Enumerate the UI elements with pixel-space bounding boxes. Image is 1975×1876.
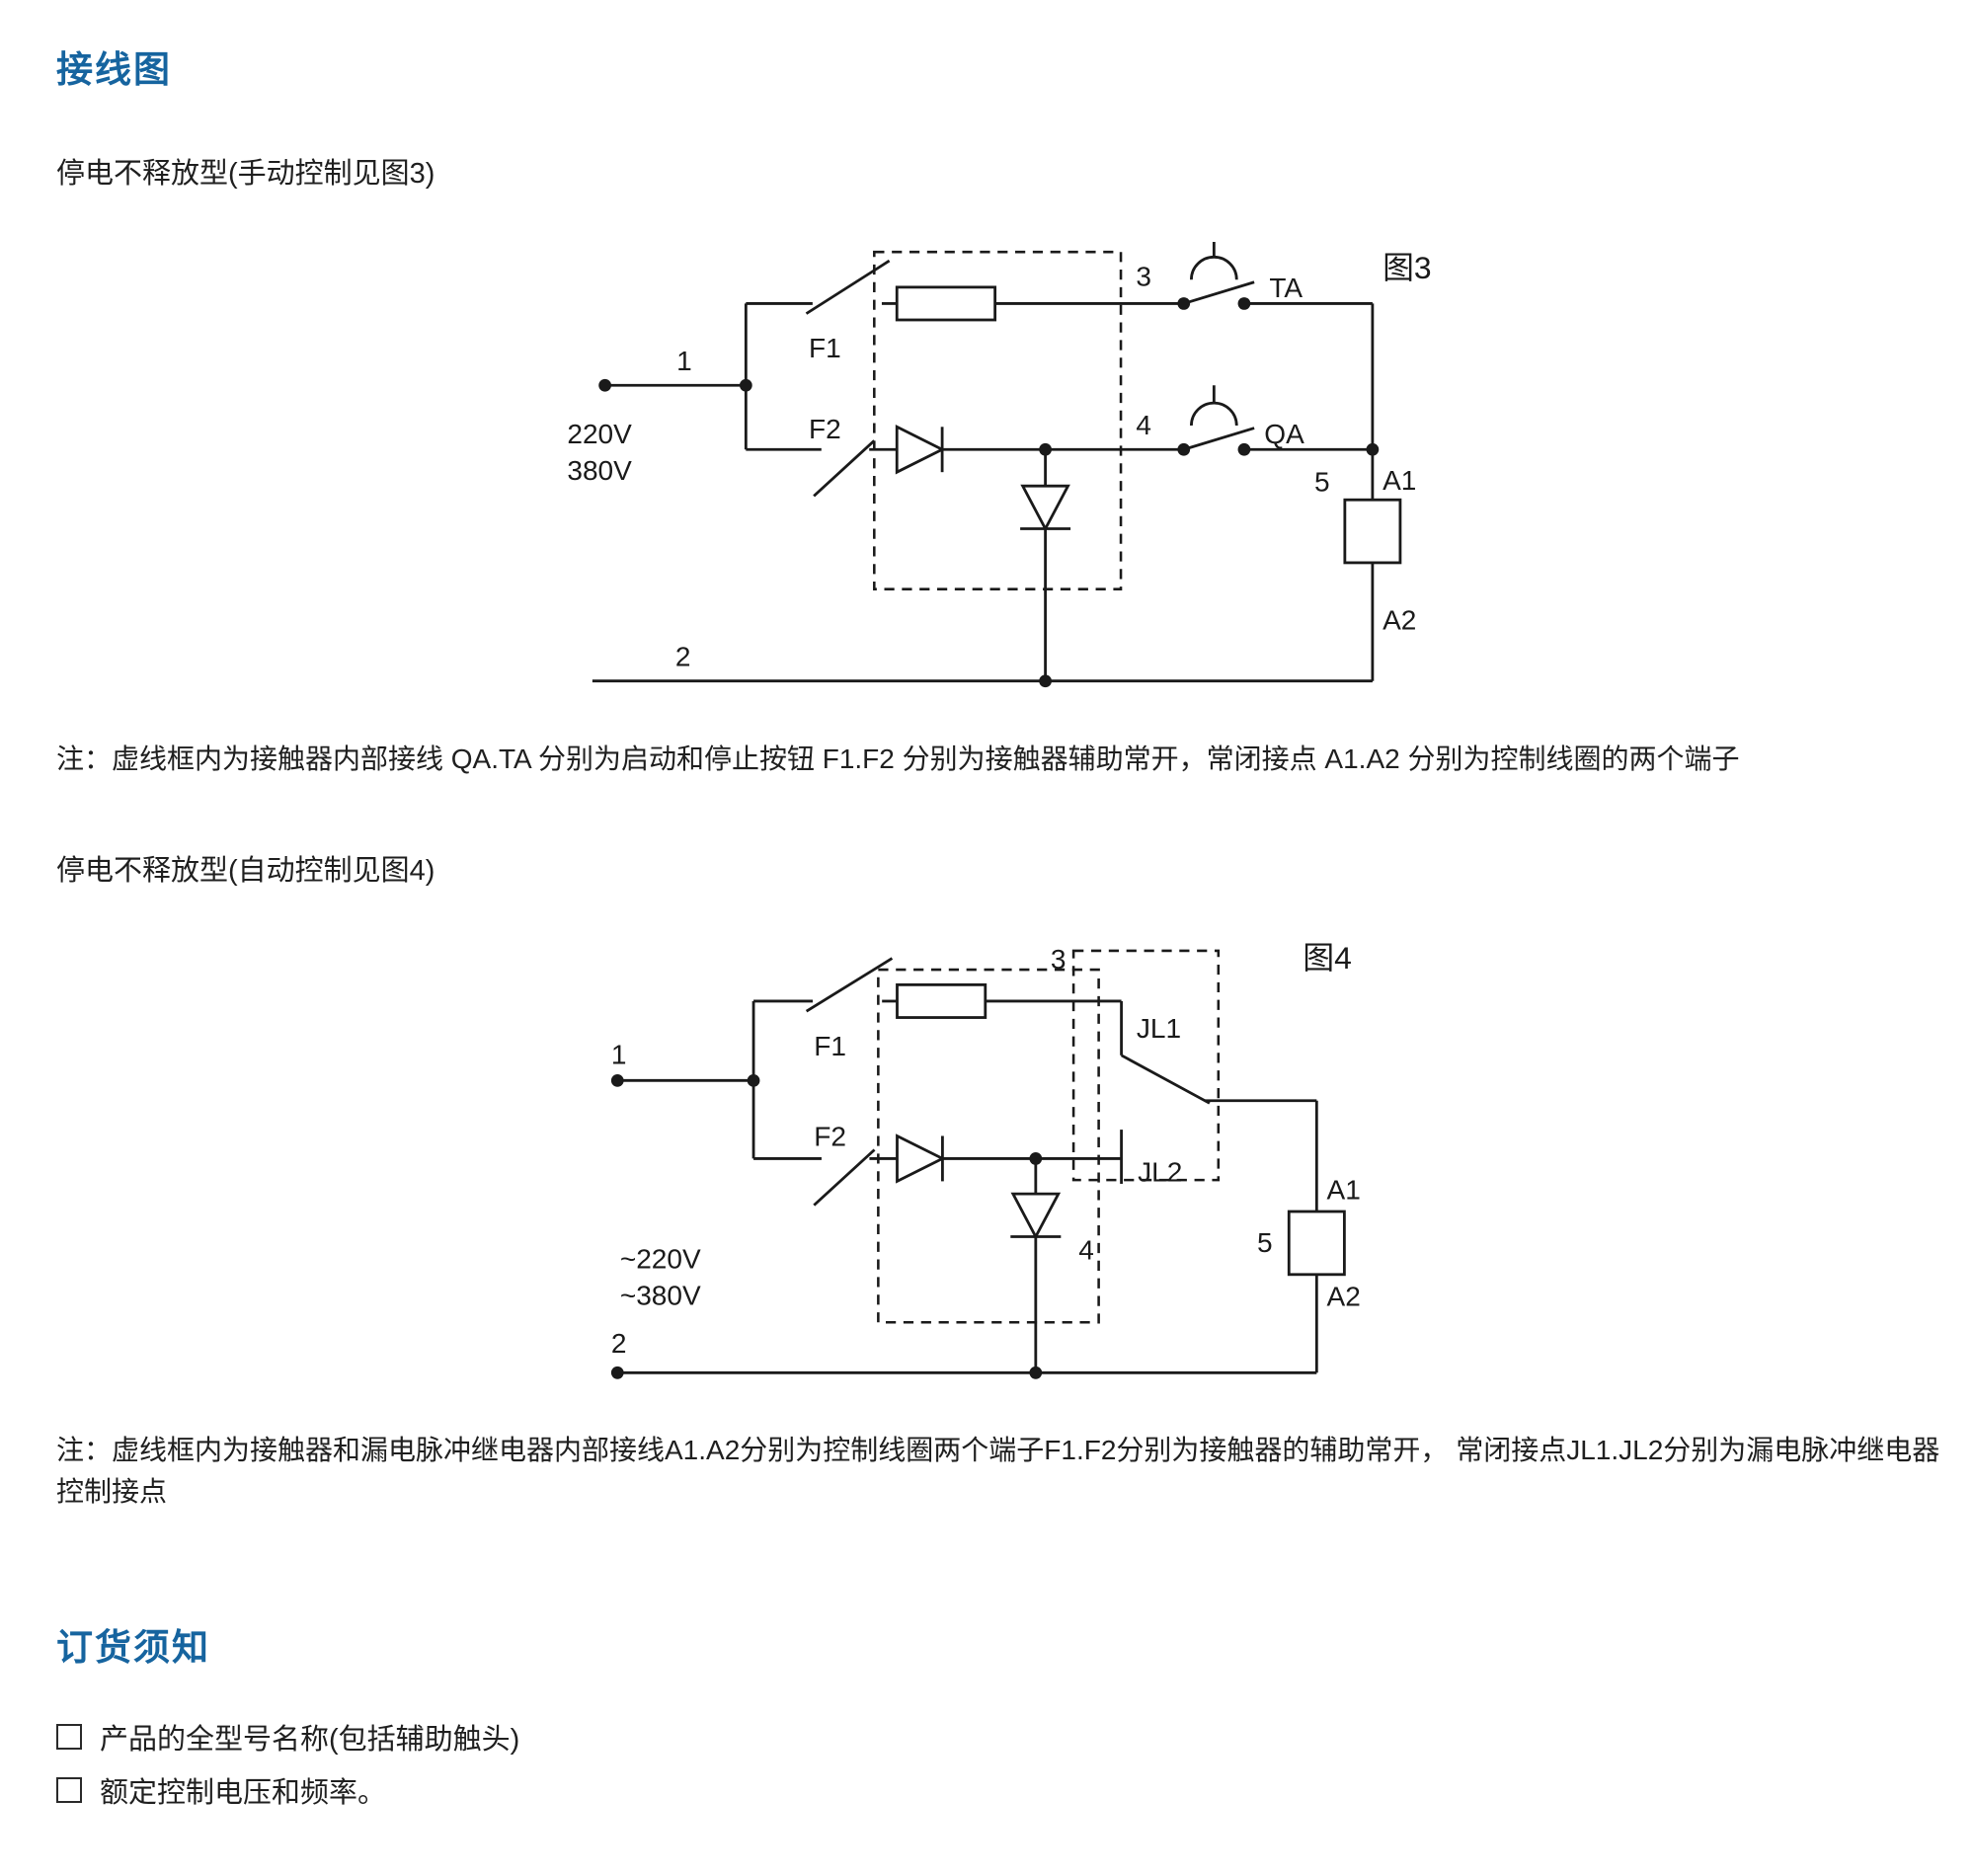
fig4-label-voltage-220: ~220V <box>620 1243 701 1274</box>
fig4-label-jl1: JL1 <box>1137 1013 1181 1044</box>
fig3-pushbutton-qa-symbol <box>1183 385 1255 451</box>
fig3-label-terminal-2: 2 <box>675 641 691 671</box>
fig3-resistor-symbol <box>895 285 997 322</box>
fig4-label-terminal-4: 4 <box>1078 1234 1094 1265</box>
fig4-labels: 1 F1 F2 3 JL1 JL2 4 5 A1 A2 ~220V ~380V … <box>611 940 1361 1359</box>
fig4-label-a1: A1 <box>1327 1174 1361 1205</box>
page-title: 接线图 <box>56 49 172 90</box>
fig3-junction-dots <box>598 297 1380 688</box>
fig3-labels: 1 220V 380V F1 F2 3 4 TA QA 5 A1 A2 2 图3 <box>567 250 1431 671</box>
figure3-heading: 停电不释放型(手动控制见图3) <box>56 158 435 190</box>
fig3-contact-f1-symbol <box>805 259 891 315</box>
ordering-item-2: 额定控制电压和频率。 <box>56 1769 386 1811</box>
fig3-wires <box>592 302 1375 683</box>
fig3-label-voltage-220: 220V <box>567 419 632 449</box>
fig3-label-terminal-1: 1 <box>676 346 692 376</box>
fig3-contact-f2-symbol <box>813 439 876 498</box>
checkbox-icon <box>56 1724 82 1750</box>
fig4-label-terminal-2: 2 <box>611 1328 627 1359</box>
fig4-dashed-relay-box <box>1071 949 1221 1182</box>
fig4-label-voltage-380: ~380V <box>620 1280 701 1310</box>
fig3-label-ta: TA <box>1269 273 1303 303</box>
fig4-label-a2: A2 <box>1327 1282 1361 1312</box>
fig4-label-jl2: JL2 <box>1138 1156 1182 1187</box>
ordering-item-label: 产品的全型号名称(包括辅助触头) <box>100 1724 520 1756</box>
fig3-diode-symbol <box>895 425 946 475</box>
fig4-label-terminal-3: 3 <box>1051 944 1066 975</box>
fig4-freewheel-diode-symbol <box>1010 1192 1062 1240</box>
checkbox-icon <box>56 1777 82 1803</box>
fig4-dashed-contactor-box <box>877 968 1100 1324</box>
fig4-contact-f1-symbol <box>805 957 894 1013</box>
figure4-heading: 停电不释放型(自动控制见图4) <box>56 855 435 887</box>
fig3-label-a2: A2 <box>1382 604 1416 635</box>
fig4-wires <box>617 999 1318 1374</box>
ordering-item-label: 额定控制电压和频率。 <box>100 1777 387 1809</box>
fig4-resistor-symbol <box>896 982 988 1019</box>
fig3-caption: 图3 <box>1382 250 1432 285</box>
fig3-label-terminal-5: 5 <box>1314 466 1330 497</box>
fig3-label-terminal-4: 4 <box>1136 410 1151 440</box>
fig3-label-a1: A1 <box>1382 465 1416 496</box>
fig3-label-terminal-3: 3 <box>1136 262 1151 292</box>
fig4-label-f1: F1 <box>814 1031 846 1061</box>
figure4-circuit-diagram: 1 F1 F2 3 JL1 JL2 4 5 A1 A2 ~220V ~380V … <box>610 940 1361 1379</box>
fig3-freewheel-diode-symbol <box>1020 484 1071 532</box>
fig4-junction-dots <box>610 1073 1043 1379</box>
fig4-label-terminal-1: 1 <box>611 1040 627 1070</box>
fig4-diode-symbol <box>896 1133 946 1184</box>
fig4-label-f2: F2 <box>814 1122 846 1152</box>
fig3-dashed-contactor-box <box>873 250 1123 590</box>
fig4-label-terminal-5: 5 <box>1257 1227 1273 1258</box>
fig3-coil-symbol <box>1343 498 1402 565</box>
fig3-pushbutton-ta-symbol <box>1183 242 1255 305</box>
fig4-relay-contact-jl1-symbol <box>1120 1054 1211 1105</box>
ordering-title: 订货须知 <box>56 1627 210 1668</box>
fig4-contact-f2-symbol <box>813 1148 876 1207</box>
fig4-coil-symbol <box>1287 1210 1346 1277</box>
fig3-label-voltage-380: 380V <box>567 455 632 486</box>
figure3-note: 注：虚线框内为接触器内部接线 QA.TA 分别为启动和停止按钮 F1.F2 分别… <box>56 743 1740 774</box>
fig3-label-f2: F2 <box>809 414 841 444</box>
fig3-label-f1: F1 <box>809 333 841 363</box>
figure4-note: 注：虚线框内为接触器和漏电脉冲继电器内部接线A1.A2分别为控制线圈两个端子F1… <box>56 1435 1940 1507</box>
fig3-label-qa: QA <box>1264 419 1304 449</box>
fig4-caption: 图4 <box>1303 940 1352 976</box>
figure3-circuit-diagram: 1 220V 380V F1 F2 3 4 TA QA 5 A1 A2 2 图3 <box>567 242 1432 688</box>
ordering-item-1: 产品的全型号名称(包括辅助触头) <box>56 1716 519 1758</box>
